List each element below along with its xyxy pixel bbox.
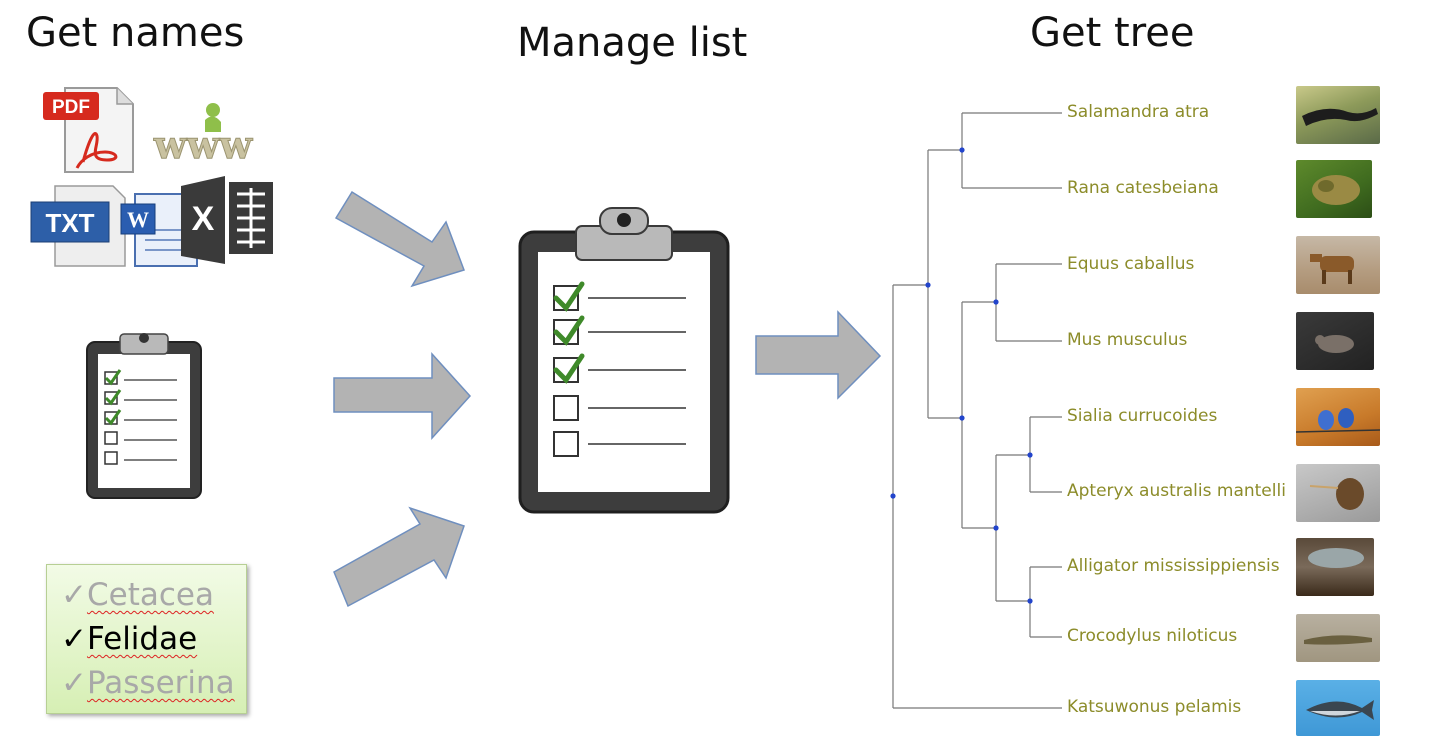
svg-text:PDF: PDF [52, 97, 90, 118]
get-names-heading: Get names [26, 10, 245, 56]
tree-leaf-label: Rana catesbeiana [1067, 178, 1219, 198]
svg-text:W: W [127, 207, 149, 232]
kiwi-photo [1296, 464, 1380, 522]
mouse-photo [1296, 312, 1374, 370]
crocodile-photo [1296, 614, 1380, 662]
svg-text:TXT: TXT [45, 208, 94, 238]
tree-leaf-label: Salamandra atra [1067, 102, 1210, 122]
tree-leaf-label: Equus caballus [1067, 254, 1195, 274]
manage-list-heading: Manage list [517, 20, 748, 66]
arrow-right [755, 310, 882, 400]
tree-leaf-label: Sialia currucoides [1067, 406, 1218, 426]
arrow-middle [333, 352, 472, 440]
tree-leaf-label: Alligator mississippiensis [1067, 556, 1280, 576]
file-icons-cluster: PDF www TXT W X [30, 87, 273, 267]
name-list-item-cetacea: ✓Cetacea [61, 577, 214, 613]
salamander-photo [1296, 86, 1380, 144]
arrow-top [334, 190, 465, 288]
svg-text:X: X [192, 200, 215, 238]
tree-leaf-label: Katsuwonus pelamis [1067, 697, 1242, 717]
excel-icon: X [181, 176, 273, 264]
get-tree-heading: Get tree [1030, 10, 1195, 56]
www-icon: www [152, 103, 254, 168]
tree-leaf-label: Crocodylus niloticus [1067, 626, 1238, 646]
small-clipboard-icon [86, 333, 202, 499]
arrow-bottom [333, 506, 465, 608]
tree-node-dots [890, 147, 1033, 604]
txt-icon: TXT [30, 185, 126, 267]
tuna-photo [1296, 680, 1380, 736]
alligator-photo [1296, 538, 1374, 596]
tree-leaf-label: Mus musculus [1067, 330, 1188, 350]
name-list-item-passerina: ✓Passerina [61, 665, 235, 701]
pdf-icon: PDF [43, 87, 134, 173]
tree-leaf-label: Apteryx australis mantelli [1067, 481, 1286, 501]
large-clipboard-icon [518, 207, 730, 514]
frog-photo [1296, 160, 1372, 218]
name-list-item-felidae: ✓Felidae [61, 621, 198, 657]
name-list-box: ✓Cetacea ✓Felidae ✓Passerina [46, 564, 247, 714]
horse-photo [1296, 236, 1380, 294]
bluebird-photo [1296, 388, 1380, 446]
svg-text:www: www [153, 122, 253, 167]
